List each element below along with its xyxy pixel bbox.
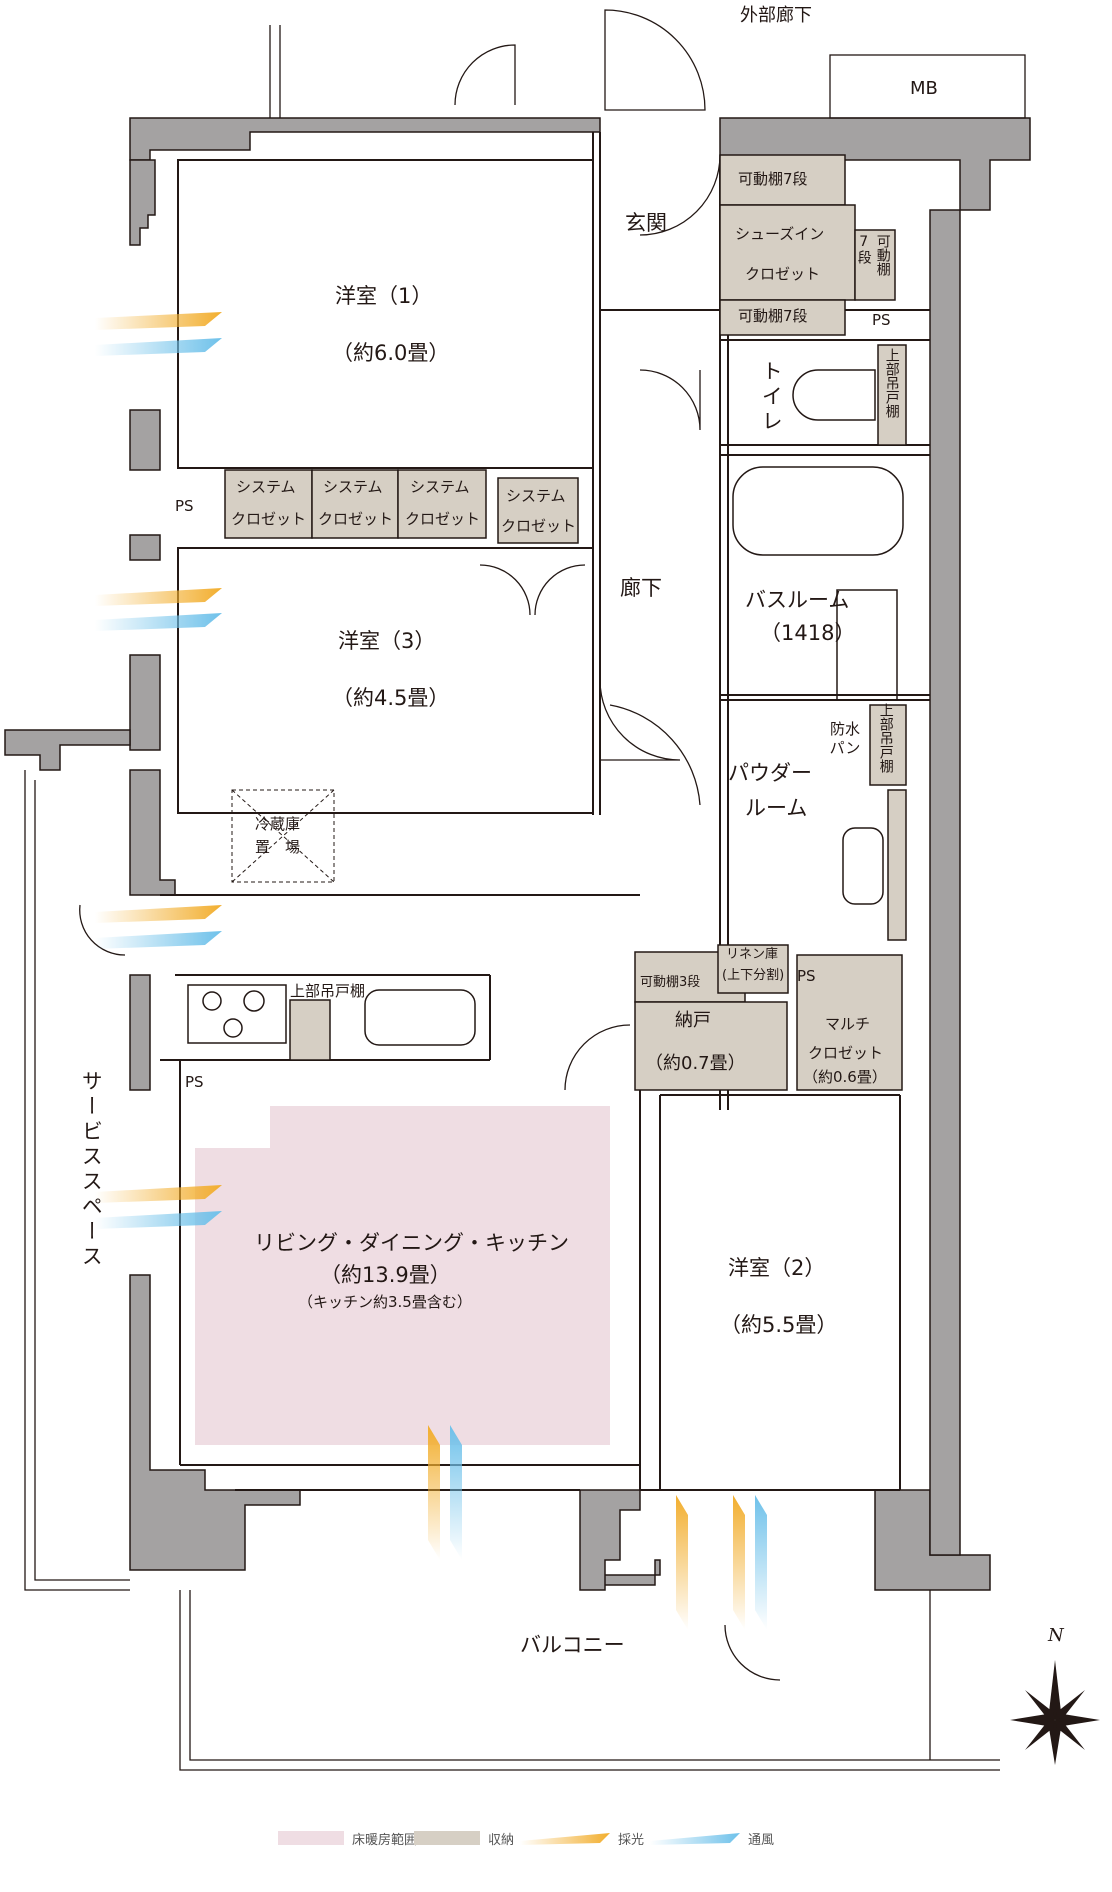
multi-label: マルチ bbox=[825, 1015, 871, 1033]
storeroom-label: 納戸 bbox=[675, 1010, 711, 1031]
outer-corridor-label: 外部廊下 bbox=[740, 5, 812, 26]
bath-size-label: （1418） bbox=[760, 621, 856, 645]
legend-wind-arrow-icon bbox=[650, 1833, 740, 1845]
corridor-label: 廊下 bbox=[620, 576, 662, 600]
system-closet-2-sub: クロゼット bbox=[318, 510, 394, 528]
sanitary-fixtures bbox=[732, 369, 904, 905]
legend-label: 採光 bbox=[618, 1832, 645, 1848]
wind-arrows bbox=[95, 338, 767, 1630]
floor-heating-area bbox=[195, 1106, 610, 1445]
compass-icon bbox=[1010, 1660, 1100, 1765]
entrance-label: 玄関 bbox=[625, 211, 667, 235]
shoes-in-label: シューズイン bbox=[735, 225, 825, 243]
linen-label: リネン庫 bbox=[726, 947, 779, 962]
powder-room-label: パウダー bbox=[728, 761, 812, 785]
kitchen-cabinet-label: 上部吊戸棚 bbox=[290, 982, 366, 1000]
room2-size: （約5.5畳） bbox=[720, 1313, 838, 1337]
waterproof-pan-label: 防水パン bbox=[829, 720, 861, 757]
ldk-size: （約13.9畳） bbox=[320, 1263, 451, 1287]
shelf7-top-label: 可動棚7段 bbox=[738, 170, 808, 188]
upper-cabinet-label: 上部吊戸棚 bbox=[883, 348, 900, 418]
bathroom-label: バスルーム bbox=[745, 588, 850, 612]
powder-room-label-2: ルーム bbox=[745, 796, 808, 820]
multi-size-label: （約0.6畳） bbox=[803, 1068, 887, 1086]
service-space-label: サービススペース bbox=[79, 1070, 104, 1270]
ps-entrance-label: PS bbox=[872, 311, 891, 329]
upper-cabinet-2-label: 上部吊戸棚 bbox=[877, 703, 894, 773]
fridge-space bbox=[231, 789, 335, 883]
shelf7-bottom-label: 可動棚7段 bbox=[738, 307, 808, 325]
shoes-in-closet-label: クロゼット bbox=[745, 265, 821, 283]
room1-size: （約6.0畳） bbox=[332, 341, 450, 365]
legend-storage: 収納 bbox=[414, 1830, 515, 1848]
storage-areas bbox=[224, 154, 907, 1091]
legend-swatch bbox=[278, 1831, 344, 1845]
legend-label: 通風 bbox=[748, 1832, 775, 1848]
ldk-name: リビング・ダイニング・キッチン bbox=[254, 1231, 569, 1255]
system-closet-4-label: システム bbox=[506, 487, 566, 505]
side-7-label: 7段 bbox=[855, 234, 872, 264]
ps-linen-label: PS bbox=[797, 967, 816, 985]
railings bbox=[24, 25, 1026, 1771]
room3-size: （約4.5畳） bbox=[332, 686, 450, 710]
legend-label: 収納 bbox=[488, 1832, 515, 1848]
mb-label: MB bbox=[910, 78, 938, 99]
ps-kitchen-label: PS bbox=[185, 1073, 204, 1091]
walls bbox=[4, 117, 1031, 1591]
system-closet-1-sub: クロゼット bbox=[231, 510, 307, 528]
room3-name: 洋室（3） bbox=[338, 629, 436, 653]
linen-sub-label: (上下分割) bbox=[722, 968, 785, 983]
room2-name: 洋室（2） bbox=[728, 1256, 826, 1280]
legend-floor-heating: 床暖房範囲 bbox=[278, 1830, 418, 1848]
fridge-label-2: 置 場 bbox=[255, 838, 301, 856]
system-closet-1-label: システム bbox=[236, 478, 296, 496]
kitchen-fixtures bbox=[187, 984, 476, 1046]
ldk-note: （キッチン約3.5畳含む） bbox=[298, 1293, 472, 1311]
shelf3-label: 可動棚3段 bbox=[640, 975, 701, 990]
door-swings bbox=[79, 9, 781, 1681]
toilet-label: トイレ bbox=[759, 360, 784, 435]
north-label: N bbox=[1048, 1625, 1064, 1646]
system-closet-2-label: システム bbox=[323, 478, 383, 496]
storeroom-size-label: （約0.7畳） bbox=[645, 1053, 746, 1074]
multi-closet-label: クロゼット bbox=[808, 1044, 884, 1062]
fridge-label: 冷蔵庫 bbox=[255, 815, 301, 833]
side-shelf-label: 可動棚 bbox=[874, 234, 891, 276]
balcony-label: バルコニー bbox=[520, 1633, 625, 1657]
light-arrows bbox=[95, 312, 745, 1630]
legend-wind: 通風 bbox=[650, 1830, 775, 1848]
ps-room1-label: PS bbox=[175, 497, 194, 515]
system-closet-3-sub: クロゼット bbox=[405, 510, 481, 528]
legend-label: 床暖房範囲 bbox=[352, 1832, 418, 1848]
legend-light-arrow-icon bbox=[520, 1833, 610, 1845]
legend-swatch bbox=[414, 1831, 480, 1845]
system-closet-4-sub: クロゼット bbox=[501, 517, 577, 535]
system-closet-3-label: システム bbox=[410, 478, 470, 496]
legend-light: 採光 bbox=[520, 1830, 645, 1848]
room1-name: 洋室（1） bbox=[335, 284, 433, 308]
